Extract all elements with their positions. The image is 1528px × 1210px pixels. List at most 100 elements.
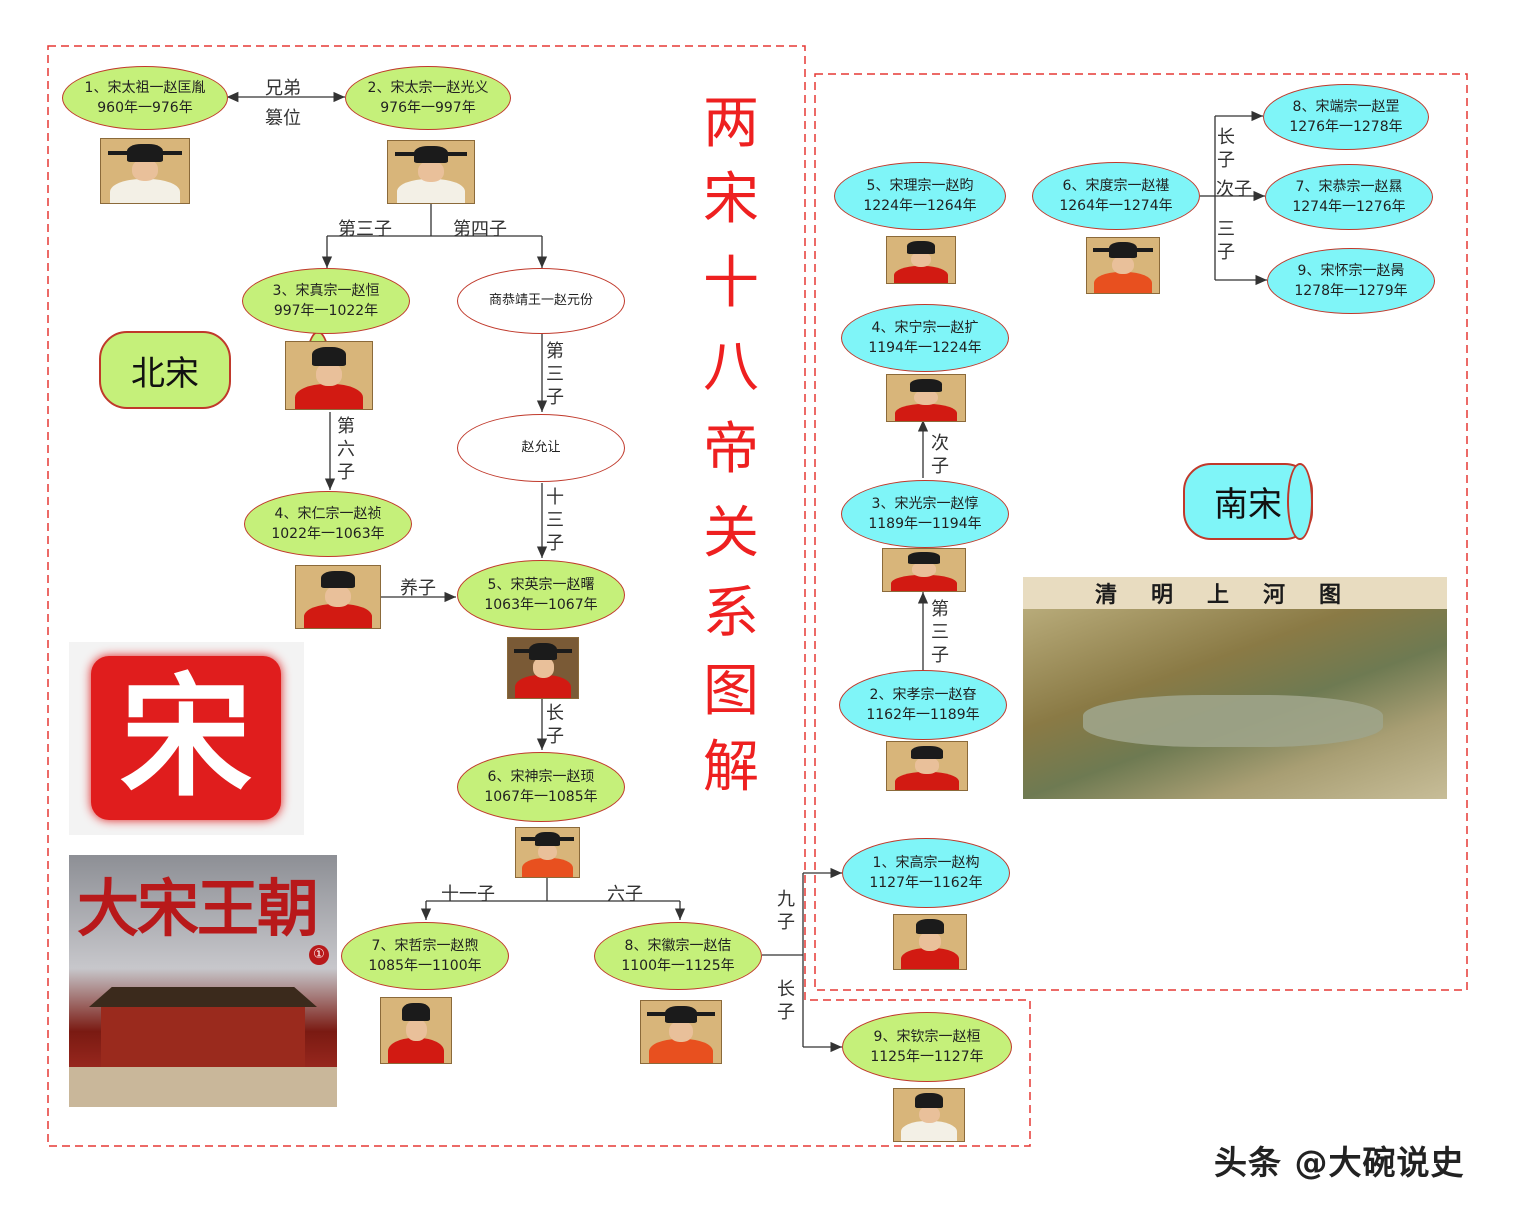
node-years: 1125年一1127年 xyxy=(870,1049,984,1065)
emperor-node-renzong[interactable]: 4、宋仁宗一赵祯 1022年一1063年 xyxy=(244,491,412,557)
portrait-image-renzong xyxy=(295,565,381,629)
node-years: 1067年一1085年 xyxy=(484,789,598,805)
node-name: 赵允让 xyxy=(521,440,561,455)
node-name: 2、宋太宗一赵光义 xyxy=(367,80,489,96)
emperor-node-gaozong[interactable]: 1、宋高宗一赵构 1127年一1162年 xyxy=(842,838,1010,908)
portrait-image-lizong xyxy=(886,236,956,284)
watermark: 头条 @大碗说史 xyxy=(1214,1143,1465,1182)
portrait-image-zhenzong xyxy=(285,341,373,410)
portrait-image-gaozong xyxy=(893,914,967,970)
title-char: 宋 xyxy=(703,167,759,232)
node-years: 1127年一1162年 xyxy=(869,875,983,891)
title-char: 十 xyxy=(703,251,759,316)
dynasty-cover-title: 大宋王朝 xyxy=(77,872,319,945)
node-name: 1、宋太祖一赵匡胤 xyxy=(84,80,206,96)
qingming-painting-image: 清明上河图 xyxy=(1023,577,1447,799)
edge-label-fourth-son: 第四子 xyxy=(453,219,507,240)
portrait-image-duzong xyxy=(1086,237,1160,294)
node-years: 1264年一1274年 xyxy=(1059,198,1173,214)
edge-label-thirteenth-son: 十三子 xyxy=(546,487,564,554)
node-years: 1063年一1067年 xyxy=(484,597,598,613)
prince-node-yuanfen[interactable]: 商恭靖王一赵元份 xyxy=(457,268,625,334)
edge-label-third-son-vertical: 第三子 xyxy=(546,341,564,408)
portrait-image-taizong xyxy=(387,140,475,204)
edge-label-sixth-son: 第六子 xyxy=(337,416,355,483)
river-shape xyxy=(1083,695,1383,747)
north-song-text: 北宋 xyxy=(99,331,231,409)
node-name: 5、宋英宗一赵曙 xyxy=(487,577,595,593)
node-name: 9、宋钦宗一赵桓 xyxy=(873,1029,981,1045)
node-years: 1189年一1194年 xyxy=(868,516,982,532)
emperor-node-huaizong[interactable]: 9、宋怀宗一赵昺 1278年一1279年 xyxy=(1267,248,1435,314)
emperor-node-duzong[interactable]: 6、宋度宗一赵禥 1264年一1274年 xyxy=(1032,162,1200,230)
title-char: 系 xyxy=(703,581,759,646)
emperor-node-gongzong[interactable]: 7、宋恭宗一赵㬎 1274年一1276年 xyxy=(1265,164,1433,230)
node-name: 8、宋徽宗一赵佶 xyxy=(624,938,732,954)
node-years: 976年一997年 xyxy=(380,100,476,116)
prince-node-yunrang[interactable]: 赵允让 xyxy=(457,414,625,482)
edge-label-second-son-gong: 次子 xyxy=(1216,179,1252,200)
south-frame xyxy=(814,73,1468,991)
emperor-node-yingzong[interactable]: 5、宋英宗一赵曙 1063年一1067年 xyxy=(457,560,625,630)
node-name: 商恭靖王一赵元份 xyxy=(488,293,593,308)
node-years: 997年一1022年 xyxy=(273,303,379,319)
edge-label-sixth-son-h: 六子 xyxy=(607,884,643,905)
emperor-node-taizong[interactable]: 2、宋太宗一赵光义 976年一997年 xyxy=(345,66,511,130)
emperor-node-xiaozong[interactable]: 2、宋孝宗一赵昚 1162年一1189年 xyxy=(839,670,1007,740)
title-char: 解 xyxy=(703,735,759,800)
edge-label-third-son-huai: 三子 xyxy=(1217,219,1235,263)
emperor-node-ningzong[interactable]: 4、宋宁宗一赵扩 1194年一1224年 xyxy=(841,304,1009,372)
node-years: 1022年一1063年 xyxy=(271,526,385,542)
node-years: 1274年一1276年 xyxy=(1292,199,1406,215)
emperor-node-duanzong[interactable]: 8、宋端宗一赵罡 1276年一1278年 xyxy=(1263,84,1429,150)
node-years: 1100年一1125年 xyxy=(621,958,735,974)
emperor-node-shenzong[interactable]: 6、宋神宗一赵顼 1067年一1085年 xyxy=(457,752,625,822)
portrait-image-ningzong xyxy=(886,374,966,422)
title-char: 关 xyxy=(703,501,759,566)
node-name: 5、宋理宗一赵昀 xyxy=(866,178,974,194)
node-name: 8、宋端宗一赵罡 xyxy=(1292,99,1400,115)
dynasty-cover-image: 大宋王朝 ① xyxy=(69,855,337,1107)
portrait-image-huizong xyxy=(640,1000,722,1064)
node-name: 4、宋宁宗一赵扩 xyxy=(871,320,979,336)
edge-label-third-son-xiao: 第三子 xyxy=(931,599,949,666)
palace-steps-icon xyxy=(69,1067,337,1107)
title-char: 八 xyxy=(703,335,759,400)
title-char: 图 xyxy=(703,659,759,724)
emperor-node-zhenzong[interactable]: 3、宋真宗一赵恒 997年一1022年 xyxy=(242,268,410,334)
node-years: 1276年一1278年 xyxy=(1289,119,1403,135)
emperor-node-taizu[interactable]: 1、宋太祖一赵匡胤 960年一976年 xyxy=(62,66,228,130)
emperor-node-huizong[interactable]: 8、宋徽宗一赵佶 1100年一1125年 xyxy=(594,922,762,990)
node-years: 1278年一1279年 xyxy=(1294,283,1408,299)
north-frame xyxy=(47,45,1031,1147)
edge-label-third-son: 第三子 xyxy=(338,219,392,240)
edge-label-second-son: 次子 xyxy=(931,433,949,477)
portrait-image-xiaozong xyxy=(886,741,968,791)
painting-title: 清明上河图 xyxy=(1094,583,1375,608)
node-name: 7、宋哲宗一赵煦 xyxy=(371,938,479,954)
node-years: 1085年一1100年 xyxy=(368,958,482,974)
portrait-image-yingzong xyxy=(507,637,579,699)
emperor-node-qinzong[interactable]: 9、宋钦宗一赵桓 1125年一1127年 xyxy=(842,1012,1012,1082)
title-char: 两 xyxy=(703,91,759,156)
portrait-image-shenzong xyxy=(515,827,580,878)
emperor-node-lizong[interactable]: 5、宋理宗一赵昀 1224年一1264年 xyxy=(834,162,1006,230)
song-seal-image: 宋 xyxy=(69,642,304,835)
portrait-image-guangzong xyxy=(882,548,966,592)
south-song-text: 南宋 xyxy=(1183,463,1313,540)
edge-label-brothers: 兄弟 xyxy=(265,78,301,99)
node-name: 6、宋神宗一赵顼 xyxy=(487,769,595,785)
node-name: 1、宋高宗一赵构 xyxy=(872,855,980,871)
node-name: 4、宋仁宗一赵祯 xyxy=(274,506,382,522)
node-name: 3、宋真宗一赵恒 xyxy=(272,283,380,299)
emperor-node-zhezong[interactable]: 7、宋哲宗一赵煦 1085年一1100年 xyxy=(341,922,509,990)
edge-label-ninth-son: 九子 xyxy=(777,889,795,933)
volume-badge: ① xyxy=(309,945,329,965)
node-years: 1224年一1264年 xyxy=(863,198,977,214)
emperor-node-guangzong[interactable]: 3、宋光宗一赵惇 1189年一1194年 xyxy=(841,480,1009,548)
node-years: 1162年一1189年 xyxy=(866,707,980,723)
seal-character: 宋 xyxy=(120,660,252,815)
node-years: 1194年一1224年 xyxy=(868,340,982,356)
edge-label-eleventh-son: 十一子 xyxy=(441,884,495,905)
